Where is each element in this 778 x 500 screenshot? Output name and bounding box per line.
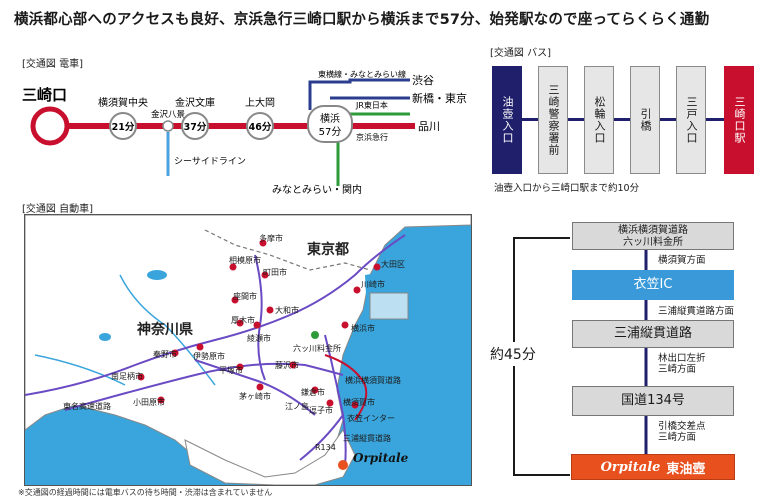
yokohama-minutes: 57分 [319,126,342,138]
bus-stop-end: 三崎口駅 [724,66,754,174]
station-marker-kanazawa-hakkei [162,120,174,132]
map-svg [25,215,471,485]
reclaimed-land [369,292,409,320]
city-label: 江ノ島 [285,402,309,411]
bus-stop: 引橋 [630,66,660,174]
mutsukawa-tollgate-marker [311,331,319,339]
route-direction: 林出口左折 三崎方面 [656,352,708,376]
route-direction: 三浦縦貫道路方面 [656,305,737,318]
highway [194,359,316,416]
footnote: ※交通図の経過時間には電車バスの待ち時間・渋滞は含まれていません [18,488,273,497]
river [119,274,216,386]
bus-stop: 松輪入口 [584,66,614,174]
origin-station-marker [30,106,70,146]
bus-stop: 三崎警察署前 [538,66,568,174]
station-name: 金沢文庫 [175,96,215,109]
region-tokyo: 東京都 [307,242,349,258]
city-markers [137,239,381,409]
jr-line-label: JR東日本 [355,100,388,110]
city-label: 大田区 [381,260,405,269]
station-marker-yokohama [307,105,353,143]
city-label: 南足柄市 [111,372,143,381]
lake [80,422,90,438]
lake [99,333,111,341]
route-step-r134: 国道134号 [572,386,734,416]
road-label: 三浦縦貫道路 [343,434,391,443]
bus-stop-start: 油壺入口 [492,66,522,174]
station-minutes: 37分 [184,121,207,133]
dest-shibuya: 渋谷 [412,74,434,87]
city-label: 小田原市 [133,398,165,407]
city-label: 逗子市 [309,406,333,415]
station-minutes: 21分 [112,121,135,133]
yokohama-name: 横浜 [320,112,340,125]
city-label: 大和市 [275,306,299,315]
city-label: 川崎市 [361,280,385,289]
road-label: R134 [315,443,336,452]
bus-section-title: [交通図 バス] [490,48,551,59]
city-label: 平塚市 [219,366,243,375]
city-label: 伊勢原市 [193,352,225,361]
car-map: 東京都 神奈川県 多摩市 相模原市 町田市 大田区 川崎市 座間市 大和市 厚木… [24,214,472,486]
tomei-expressway [25,234,406,396]
highway [64,362,344,411]
city-label: 多摩市 [259,234,283,243]
seaside-line-label: シーサイドライン [174,156,246,167]
city-label: 相模原市 [229,256,261,265]
destination-brand: Orpitale [600,459,661,475]
lake [147,270,167,280]
city-label: 横須賀市 [343,398,375,407]
bus-stop: 三戸入口 [676,66,706,174]
bus-route-line [492,118,754,121]
tomei-label: 東名高速道路 [63,402,111,411]
miura-jukan-road [299,414,344,461]
route-direction: 横須賀方面 [656,254,708,267]
city-label: 町田市 [263,268,287,277]
train-section-title: [交通図 電車] [22,59,83,70]
bus-note: 油壺入口から三崎口駅まで約10分 [494,183,640,194]
kanazawa-hakkei-name: 金沢八景 [151,109,185,120]
city-label: 座間市 [233,292,257,301]
dest-shinagawa: 品川 [418,120,440,133]
station-name: 上大岡 [245,96,275,109]
map-brand-label: Orpitale [353,451,409,465]
river [34,354,126,386]
station-marker-yokosuka [109,112,137,140]
city-label: 鎌倉市 [301,388,325,397]
prefecture-border [204,229,371,271]
station-marker-kanazawa-bunko [181,112,209,140]
total-time: 約45分 [490,342,536,366]
city-label: 綾瀬市 [247,334,271,343]
toyoko-line-label: 東横線・みなとみらい線 [318,69,406,79]
city-label: 秦野市 [153,350,177,359]
road-label: 六ッ川料金所 [293,344,341,353]
headline: 横浜都心部へのアクセスも良好、京浜急行三崎口駅から横浜まで57分、始発駅なので座… [14,12,710,28]
train-diagram: 三崎口 横須賀中央 21分 金沢八景 金沢文庫 37分 上大岡 46分 横浜 5… [22,69,467,196]
region-kanagawa: 神奈川県 [137,322,193,338]
car-section-title: [交通図 自動車] [22,204,93,215]
city-label: 茅ヶ崎市 [239,392,271,401]
route-direction: 引橋交差点 三崎方面 [656,420,708,444]
orpitale-marker [338,460,348,470]
origin-name: 三崎口 [22,86,67,104]
keikyu-line-label: 京浜急行 [356,132,388,142]
city-label: 横浜市 [351,324,375,333]
station-name: 横須賀中央 [98,96,148,109]
dest-minatomirai: みなとみらい・関内 [272,183,362,196]
dest-shinbashi: 新橋・東京 [412,91,467,105]
route-step-kinugasa-ic: 衣笠IC [572,270,734,300]
city-label: 藤沢市 [275,361,299,370]
destination-name: 東油壺 [666,461,706,477]
land-miura [184,429,356,485]
coast-road [324,354,368,421]
route-step-miura-jukan: 三浦縦貫道路 [572,320,734,348]
route-step-yokoyoko: 横浜横須賀道路 六ッ川料金所 [572,222,734,250]
road-label: 衣笠インター [347,414,395,423]
station-minutes: 46分 [249,121,272,133]
city-label: 厚木市 [231,316,255,325]
road-label: 横浜横須賀道路 [345,376,401,385]
station-marker-kamiooka [246,112,274,140]
route-destination: Orpitale 東油壺 [571,454,735,480]
